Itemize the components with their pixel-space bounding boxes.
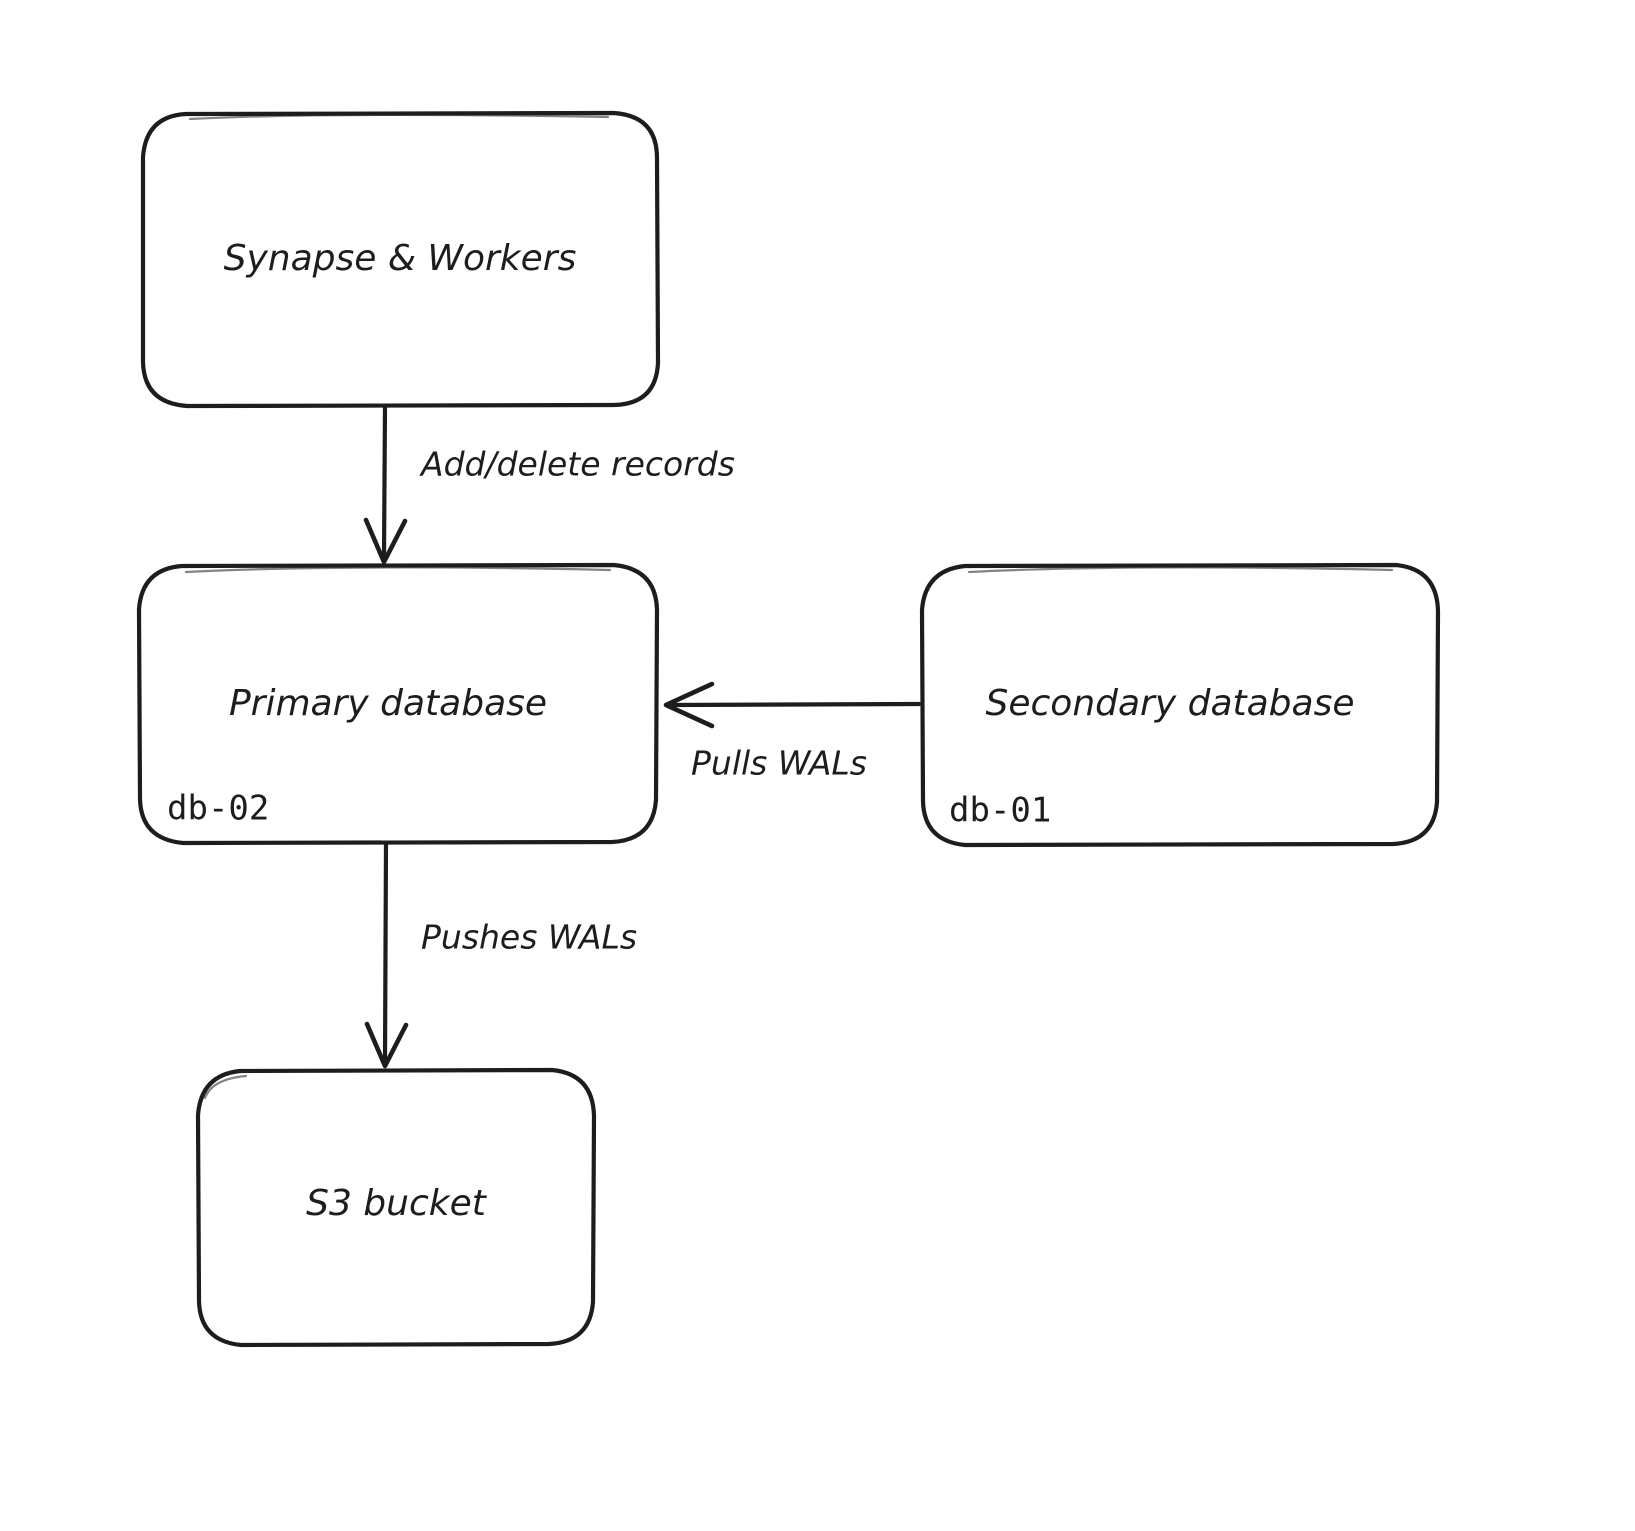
- node-s3-bucket-sketch-overlay: [203, 1074, 248, 1100]
- node-s3-bucket-label: S3 bucket: [306, 1183, 488, 1224]
- edge-primary-to-s3-label: Pushes WALs: [421, 918, 637, 957]
- node-primary-database[interactable]: Primary database db-02: [136, 562, 660, 846]
- node-primary-database-shape: [136, 562, 660, 846]
- node-synapse-workers-shape: [140, 110, 661, 409]
- node-primary-database-sublabel: db-02: [167, 789, 269, 829]
- node-secondary-database-label: Secondary database: [986, 683, 1355, 724]
- edge-secondary-to-primary-line: [667, 701, 922, 708]
- edge-synapse-to-primary[interactable]: Add/delete records: [363, 403, 735, 565]
- edge-synapse-to-primary-line: [381, 403, 388, 559]
- edge-synapse-to-primary-arrowhead: [363, 517, 408, 565]
- node-secondary-database-sketch-overlay: [967, 566, 1394, 574]
- node-primary-database-label: Primary database: [229, 683, 547, 724]
- node-s3-bucket-shape: [195, 1067, 597, 1348]
- node-synapse-workers[interactable]: Synapse & Workers: [140, 110, 661, 409]
- node-s3-bucket[interactable]: S3 bucket: [195, 1067, 597, 1348]
- node-secondary-database[interactable]: Secondary database db-01: [919, 562, 1441, 848]
- node-synapse-workers-sketch-overlay: [188, 113, 610, 121]
- node-primary-database-sketch-overlay: [184, 566, 612, 574]
- edge-secondary-to-primary[interactable]: Pulls WALs: [663, 681, 922, 783]
- edge-secondary-to-primary-arrowhead: [663, 681, 715, 729]
- edge-primary-to-s3[interactable]: Pushes WALs: [364, 840, 637, 1069]
- node-synapse-workers-label: Synapse & Workers: [224, 238, 577, 279]
- edge-primary-to-s3-arrowhead: [364, 1021, 409, 1069]
- edge-secondary-to-primary-label: Pulls WALs: [691, 744, 867, 783]
- node-secondary-database-sublabel: db-01: [949, 791, 1051, 831]
- edge-synapse-to-primary-label: Add/delete records: [419, 445, 735, 484]
- edge-primary-to-s3-line: [382, 840, 389, 1063]
- node-secondary-database-shape: [919, 562, 1441, 848]
